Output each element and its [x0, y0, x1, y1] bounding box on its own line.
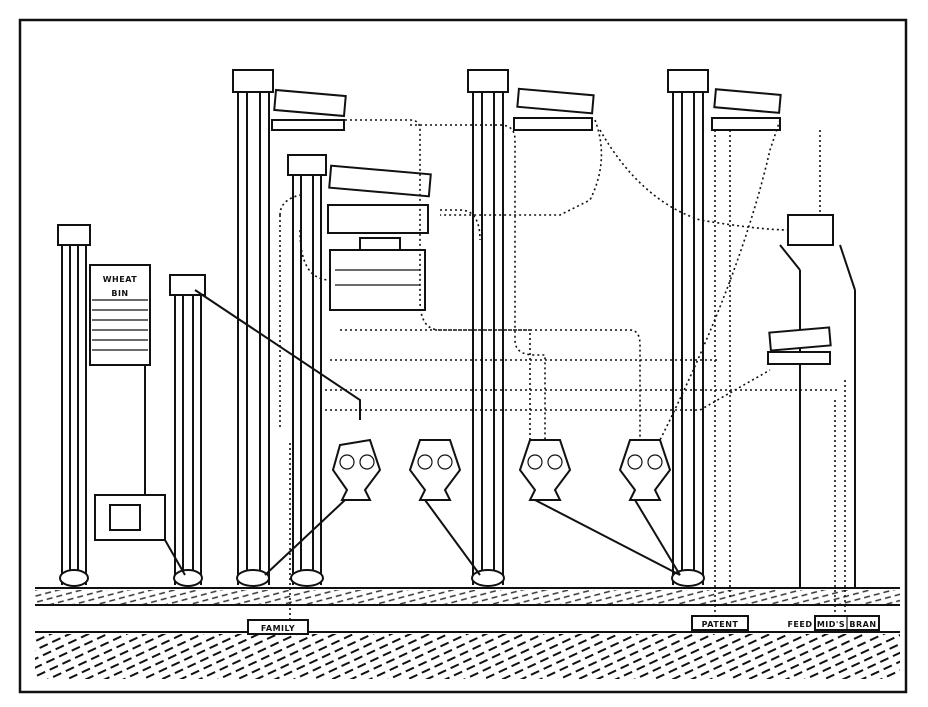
bin-label-line-1: WHEAT [103, 275, 138, 284]
reel-3 [513, 87, 595, 131]
elevator-4 [287, 154, 327, 587]
purifier [329, 237, 426, 311]
reel-2 [327, 164, 432, 234]
elevator-1 [57, 224, 91, 587]
elevator-5 [467, 69, 509, 587]
reel-1 [271, 88, 347, 131]
roller-mill-2 [408, 439, 462, 501]
family-label: FAMILY [261, 624, 295, 633]
spouts [194, 289, 681, 576]
roller-mill-1 [331, 438, 382, 501]
soil [35, 631, 900, 679]
reel-5 [767, 326, 832, 365]
wheat-cleaner [94, 494, 186, 576]
roller-mill-4 [618, 439, 672, 501]
reel-4 [711, 88, 782, 131]
frame-border [18, 18, 908, 694]
elevator-2 [169, 274, 206, 587]
roller-mill-3 [518, 439, 572, 501]
bran-label: BRAN [849, 620, 876, 629]
output-family: FAMILY [247, 619, 309, 635]
elevator-6 [667, 69, 709, 587]
output-patent: PATENT [691, 615, 749, 631]
floor [35, 587, 900, 606]
patent-label: PATENT [702, 620, 739, 629]
wheat-bin: WHEAT BIN [89, 264, 151, 495]
bin-label-line-2: BIN [111, 289, 128, 298]
bran-duster-column [779, 214, 856, 588]
conveyance-lines [279, 119, 846, 620]
middlings-label: MID'S [817, 620, 845, 629]
feed-label: FEED [787, 620, 812, 629]
output-middlings-bran: MID'S BRAN [814, 615, 880, 631]
